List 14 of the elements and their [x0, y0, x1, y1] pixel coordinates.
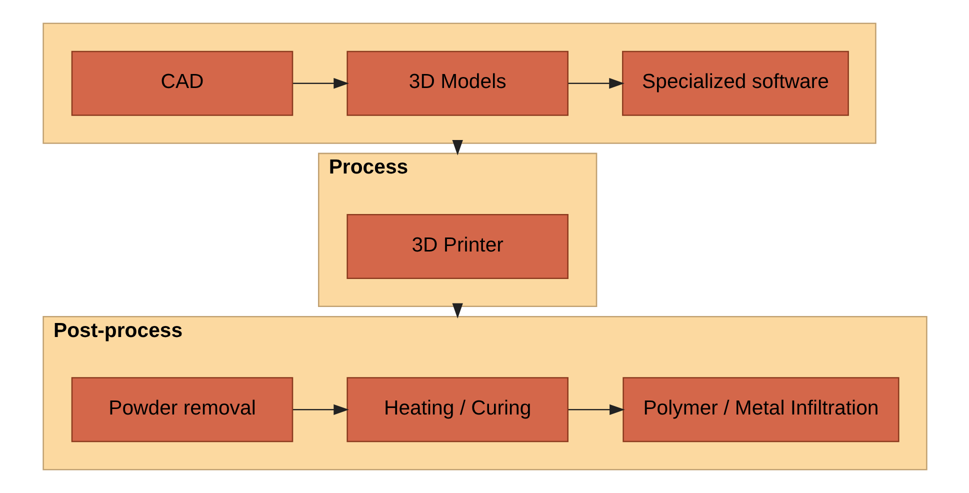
arrow	[452, 140, 462, 156]
arrow	[568, 78, 624, 89]
arrow	[452, 303, 462, 319]
arrow	[568, 404, 624, 416]
node-box: 3D Models	[346, 50, 568, 116]
node-box: 3D Printer	[346, 214, 568, 279]
node-box: Specialized software	[622, 50, 848, 116]
arrow	[292, 404, 348, 416]
arrow	[292, 78, 348, 89]
node-box: CAD	[70, 50, 293, 116]
node-box: Powder removal	[70, 377, 293, 442]
node-box: Polymer / Metal Infiltration	[622, 377, 899, 442]
node-box: Heating / Curing	[346, 377, 568, 442]
cluster	[42, 22, 876, 144]
